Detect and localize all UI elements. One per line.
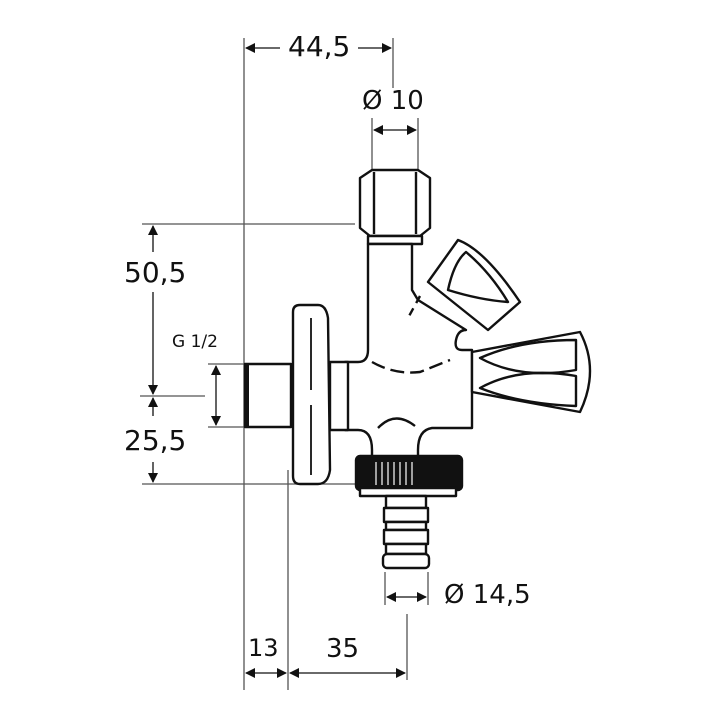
dim-flange-offset: 13 [248,634,279,662]
dim-hose-diameter: Ø 14,5 [444,580,531,610]
valve-body [243,168,592,570]
dim-inlet-thread: G 1/2 [172,332,218,352]
dim-upper-height: 50,5 [124,256,187,289]
dim-top-outlet-diameter: Ø 10 [362,86,424,116]
dim-lower-height: 25,5 [124,424,187,457]
dim-overall-width: 44,5 [288,30,351,63]
dimension-arrows [148,43,427,678]
dim-hose-offset: 35 [326,634,360,664]
